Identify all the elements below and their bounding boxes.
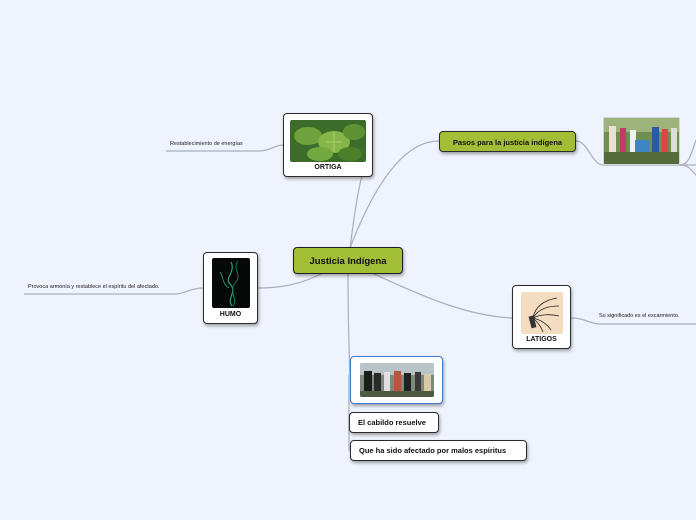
link-latigos — [371, 272, 513, 319]
topic-ortiga[interactable]: ORTIGA — [283, 113, 373, 177]
link-pasos — [349, 140, 440, 249]
link-ortiga-leaf — [166, 144, 284, 152]
whip-icon — [521, 292, 563, 334]
humo-label: HUMO — [219, 311, 242, 318]
leaf-latigos-text[interactable]: Su significado es el escarmiento. — [599, 313, 680, 319]
ortiga-label: ORTIGA — [314, 164, 342, 171]
topic-pasos[interactable]: Pasos para la justicia indígena — [439, 131, 576, 152]
topic-cabildo[interactable]: El cabildo resuelve — [349, 412, 439, 433]
link-photo-right-2 — [679, 164, 696, 176]
link-humo — [257, 271, 326, 289]
link-ortiga — [349, 175, 363, 249]
link-photo-right — [679, 139, 696, 166]
link-cabildo — [347, 273, 351, 376]
central-topic[interactable]: Justicia Indígena — [293, 247, 403, 274]
leaf-ortiga-text[interactable]: Restablecimiento de energías — [170, 141, 243, 147]
latigos-label: LATIGOS — [526, 336, 557, 343]
cabildo-photo-node[interactable] — [350, 356, 443, 404]
topic-humo[interactable]: HUMO — [203, 252, 258, 324]
link-humo-leaf — [24, 287, 204, 295]
gathering-photo-icon — [360, 363, 434, 397]
nettle-plant-icon — [290, 120, 366, 162]
topic-latigos[interactable]: LATIGOS — [512, 285, 571, 349]
link-pasos-photo — [575, 140, 696, 166]
link-latigos-leaf — [570, 317, 696, 325]
smoke-icon — [212, 258, 250, 308]
topic-afectado[interactable]: Que ha sido afectado por malos espíritus — [350, 440, 527, 461]
community-photo-icon[interactable] — [603, 117, 680, 165]
leaf-humo-text[interactable]: Provoca armonía y restablece el espíritu… — [28, 284, 160, 290]
